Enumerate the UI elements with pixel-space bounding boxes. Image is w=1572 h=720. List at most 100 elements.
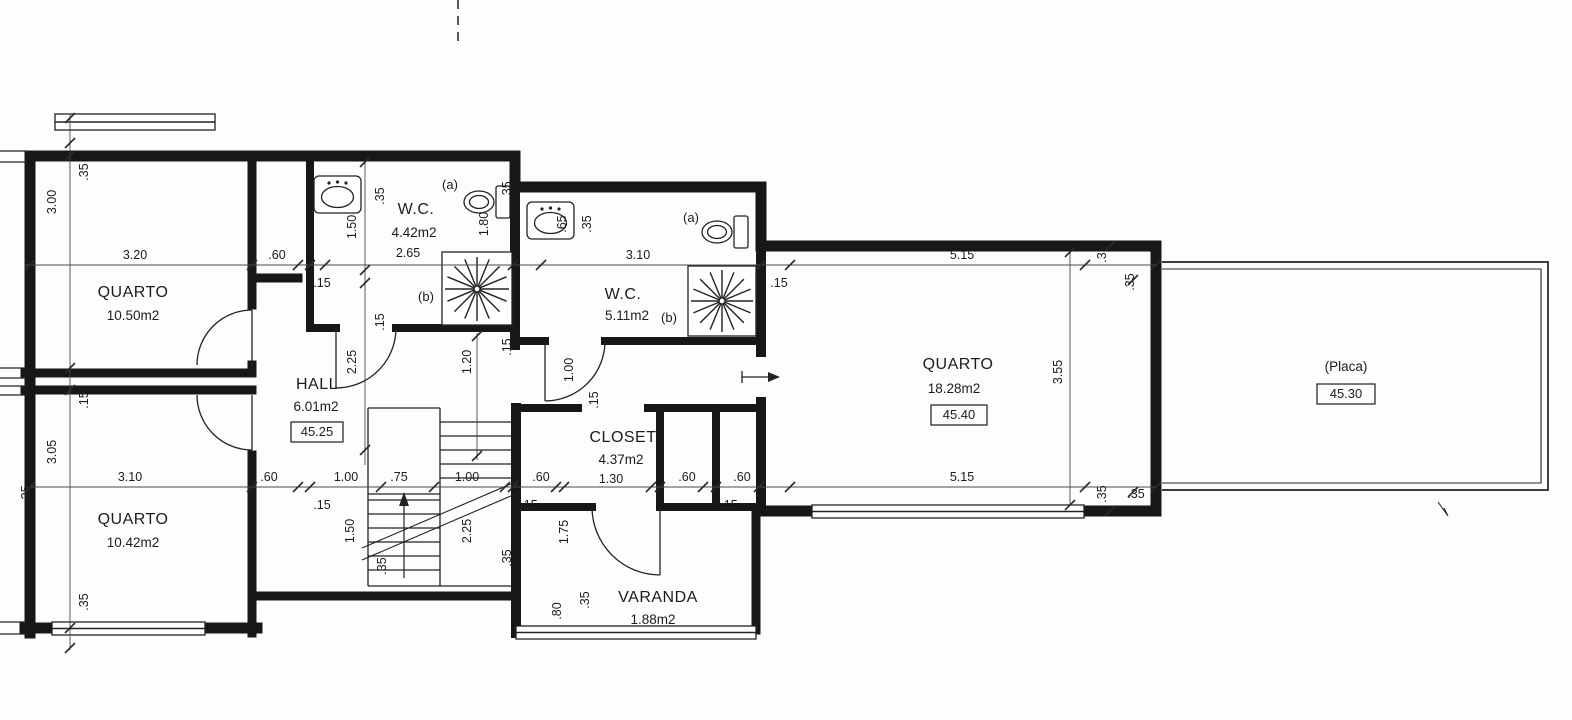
window-bottom-left	[51, 621, 206, 636]
doors	[196, 309, 780, 576]
dim-label: .15	[720, 498, 737, 512]
door-quarto-top-left	[196, 309, 253, 366]
dim-label: .60	[678, 470, 695, 484]
dim-label: 1.50	[345, 215, 359, 239]
terrace-inner	[1162, 268, 1542, 484]
level-badge-hall: 45.25	[301, 424, 334, 439]
dim-line-hall	[364, 161, 478, 465]
dim-ticks	[24, 481, 1162, 493]
dim-label: 3.10	[626, 248, 650, 262]
room-area-quarto-main: 18.28m2	[928, 381, 981, 396]
dim-label: .15	[520, 498, 537, 512]
level-badge-box	[930, 404, 988, 426]
dim-label: .75	[390, 470, 407, 484]
dim-label: 1.50	[343, 519, 357, 543]
dim-label: .15	[587, 391, 601, 408]
dim-label: 1.00	[334, 470, 358, 484]
toilet-icon	[701, 215, 749, 249]
room-label-wc-left: W.C.	[398, 201, 435, 218]
room-label-placa: (Placa)	[1325, 359, 1368, 374]
labels: QUARTO 10.50m2 QUARTO 10.42m2 W.C. 4.42m…	[19, 163, 1376, 627]
dim-label: .65	[555, 215, 569, 232]
shower-drain-icon	[441, 251, 513, 326]
bath-fixtures	[313, 175, 757, 337]
dim-label: 2.65	[396, 246, 420, 260]
entry-arrow	[741, 371, 780, 383]
dim-ticks	[1064, 240, 1139, 517]
dim-label: .35	[373, 187, 387, 204]
dim-label: 3.10	[118, 470, 142, 484]
stair-outline	[367, 407, 516, 587]
wall-quarto-bottom-left	[20, 385, 521, 638]
level-badge-placa: 45.30	[1330, 386, 1363, 401]
room-area-varanda: 1.88m2	[630, 612, 675, 627]
dim-ticks	[64, 112, 76, 654]
dim-ticks	[24, 259, 1162, 271]
level-badge-quarto-main: 45.40	[943, 407, 976, 422]
dim-label: .35	[77, 163, 91, 180]
level-badge-box	[290, 421, 344, 443]
dim-label: .35	[580, 215, 594, 232]
room-area-wc-left: 4.42m2	[391, 225, 436, 240]
dim-label: 1.00	[455, 470, 479, 484]
wall-stubs-left	[0, 150, 27, 635]
fixture-label-b: (b)	[418, 289, 434, 304]
room-label-wc-right: W.C.	[605, 286, 642, 303]
dim-label: 3.55	[1051, 360, 1065, 384]
wall-closet	[512, 404, 765, 511]
room-area-wc-right: 5.11m2	[605, 308, 649, 323]
shower-drain-icon	[687, 265, 757, 337]
room-area-hall: 6.01m2	[293, 399, 338, 414]
wall-quarto-top-left	[20, 151, 303, 378]
dim-label: 1.30	[599, 472, 623, 486]
dim-label: .15	[500, 338, 514, 355]
dim-label: .35	[578, 591, 592, 608]
dim-label: .15	[373, 313, 387, 330]
door-quarto-bottom-left	[196, 394, 253, 451]
dim-label: .25	[19, 485, 33, 502]
terrace-outer	[1162, 261, 1549, 491]
door-wc-left	[335, 327, 397, 389]
dim-label: .15	[313, 498, 330, 512]
room-label-quarto-main: QUARTO	[923, 356, 994, 373]
dim-label: .35	[1095, 245, 1109, 262]
stair-break-line	[361, 479, 521, 561]
dim-label: .35	[1095, 485, 1109, 502]
dim-label: .80	[550, 602, 564, 619]
dim-label: .60	[260, 470, 277, 484]
wall-wc-left	[306, 152, 520, 332]
dim-label: 5.15	[950, 248, 974, 262]
dim-label: .35	[1123, 273, 1137, 290]
dim-label: 3.05	[45, 440, 59, 464]
room-area-quarto-top-left: 10.50m2	[107, 308, 160, 323]
dim-label: 1.75	[557, 520, 571, 544]
door-wc-right	[544, 340, 606, 402]
wall-stair-core	[510, 182, 521, 638]
room-label-quarto-top-left: QUARTO	[98, 284, 169, 301]
dim-label: .35	[77, 593, 91, 610]
dim-label: .35	[500, 549, 514, 566]
stairs	[361, 407, 521, 587]
toilet-icon	[463, 185, 511, 219]
room-label-hall: HALL	[296, 376, 338, 393]
dim-label: .35	[375, 557, 389, 574]
dim-label: 2.25	[345, 350, 359, 374]
wall-outline-main	[24, 150, 1162, 639]
dim-label: .60	[532, 470, 549, 484]
dim-label: .60	[733, 470, 750, 484]
dim-label: 1.20	[460, 350, 474, 374]
room-area-closet: 4.37m2	[598, 452, 643, 467]
room-label-varanda: VARANDA	[618, 589, 698, 606]
dim-label: .15	[77, 391, 91, 408]
room-area-quarto-bottom-left: 10.42m2	[107, 535, 160, 550]
railing-varanda	[515, 625, 757, 640]
walls	[19, 150, 1162, 639]
dim-ticks	[359, 156, 483, 462]
fixture-label-a: (a)	[442, 177, 458, 192]
parapet-top-left	[54, 113, 216, 131]
room-label-closet: CLOSET	[589, 429, 656, 446]
window-quarto-main	[811, 504, 1085, 519]
dimension-lines	[24, 112, 1162, 654]
